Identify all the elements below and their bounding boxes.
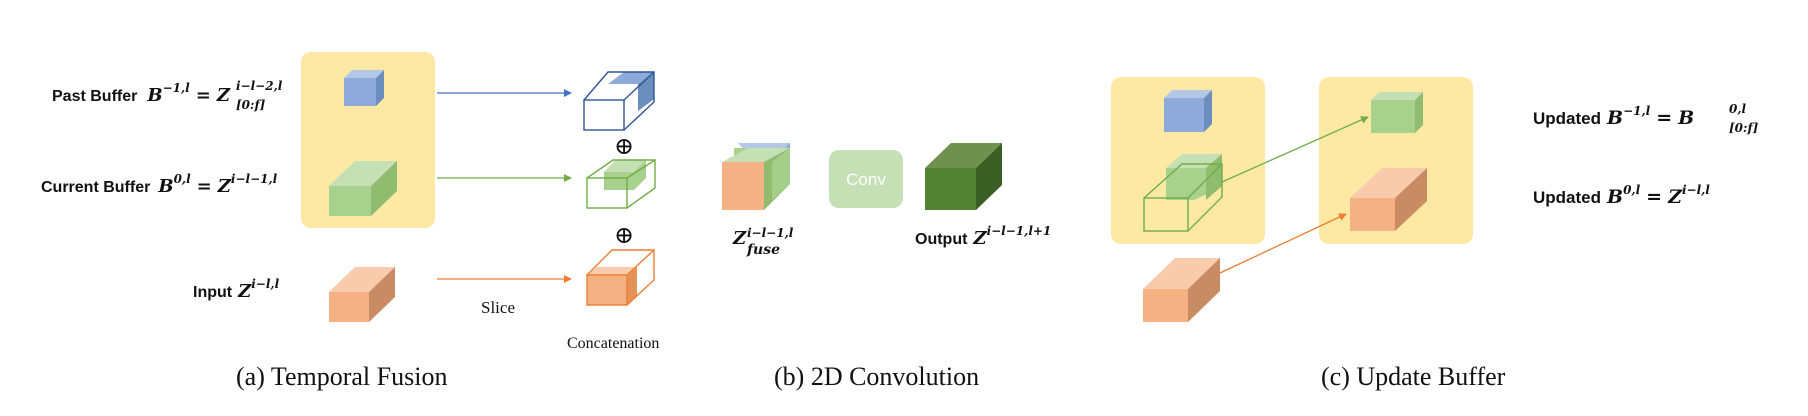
- old-current-cube: [1143, 154, 1223, 232]
- concat-plus-2: ⊕: [614, 223, 634, 249]
- incoming-input-cube: [1143, 258, 1220, 322]
- concat-green-cube: [586, 159, 656, 209]
- fuse-subscript: fuse: [746, 242, 780, 258]
- conv-block: [829, 150, 903, 208]
- concat-plus-1: ⊕: [614, 134, 634, 160]
- fused-cube: [722, 143, 790, 210]
- output-cube: [925, 143, 1002, 210]
- slice-label: Slice: [481, 298, 515, 317]
- concat-blue-cube: [583, 71, 655, 131]
- new-past-cube: [1371, 92, 1423, 133]
- updated-past-rhs-sub: [0:f]: [1729, 121, 1759, 135]
- fuse-label: Z: [732, 228, 747, 249]
- old-past-cube: [1164, 90, 1212, 132]
- shift-green-arrow: [1221, 116, 1369, 183]
- input-cube: [329, 267, 395, 322]
- updated-past-rhs-sup: 0,l: [1729, 102, 1747, 116]
- caption-a: (a) Temporal Fusion: [236, 362, 447, 391]
- past-z-subscript: [0:f]: [236, 98, 266, 112]
- caption-c: (c) Update Buffer: [1321, 362, 1506, 391]
- caption-b: (b) 2D Convolution: [774, 362, 979, 391]
- fuse-superscript: i−l−1,l: [747, 226, 794, 240]
- conv-label: Conv: [846, 170, 886, 189]
- concat-orange-cube: [586, 249, 655, 306]
- concatenation-label: Concatenation: [567, 335, 659, 352]
- shift-orange-arrow: [1219, 213, 1347, 274]
- past-buffer-cube: [344, 70, 384, 106]
- past-z-superscript: i−l−2,l: [236, 79, 283, 93]
- current-buffer-cube: [329, 161, 397, 216]
- new-current-cube: [1350, 168, 1427, 231]
